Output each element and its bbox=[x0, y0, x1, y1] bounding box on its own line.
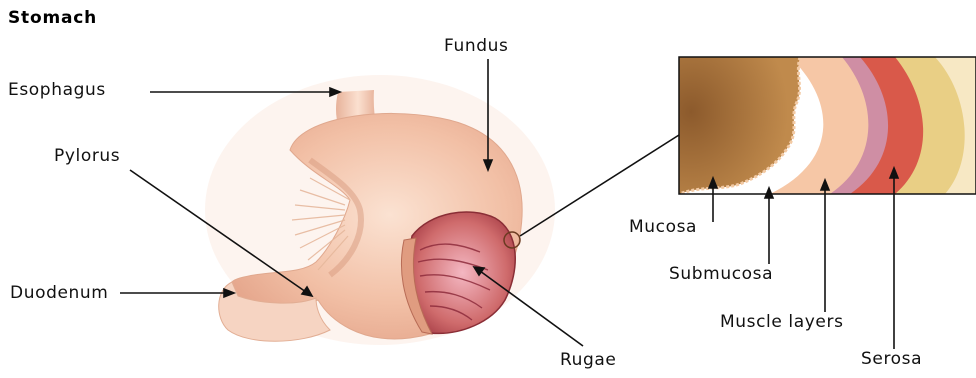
label-duodenum: Duodenum bbox=[10, 283, 108, 303]
label-esophagus: Esophagus bbox=[8, 80, 106, 100]
label-rugae: Rugae bbox=[560, 350, 617, 370]
label-submucosa: Submucosa bbox=[669, 264, 773, 284]
wall-layers-inset bbox=[679, 57, 976, 194]
label-serosa: Serosa bbox=[861, 349, 922, 369]
diagram-title: Stomach bbox=[8, 8, 97, 28]
label-fundus: Fundus bbox=[444, 36, 508, 56]
label-pylorus: Pylorus bbox=[54, 146, 120, 166]
stomach-illustration bbox=[205, 75, 555, 345]
cutaway-interior bbox=[410, 212, 516, 333]
label-muscle-layers: Muscle layers bbox=[720, 312, 844, 332]
label-mucosa: Mucosa bbox=[629, 217, 697, 237]
